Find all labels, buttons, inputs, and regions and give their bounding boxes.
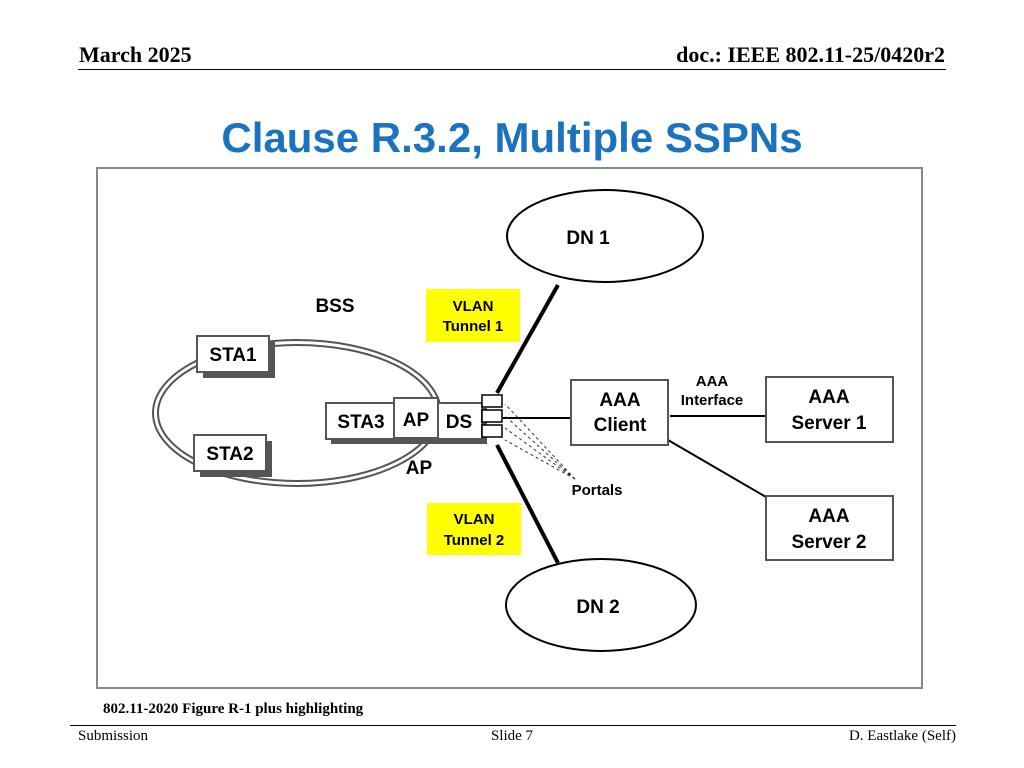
vlan-tunnel-1-highlight: [426, 289, 520, 342]
aaa-server-1-line1: AAA: [808, 387, 849, 408]
slide-title: Clause R.3.2, Multiple SSPNs: [221, 114, 803, 161]
link-ds-dn2: [495, 444, 560, 564]
dn2-ellipse: [505, 558, 697, 652]
portals-label: Portals: [572, 482, 623, 499]
sta1-label: STA1: [209, 345, 257, 366]
aaa-client-line2: Client: [594, 415, 647, 436]
sta3-label: STA3: [337, 412, 384, 433]
aaa-server-1-line2: Server 1: [791, 413, 866, 434]
aaa-server-1-box: [765, 376, 894, 443]
sta2-label: STA2: [206, 444, 253, 465]
vlan-tunnel-2-highlight: [427, 503, 521, 555]
aaa-interface-line2: Interface: [681, 392, 744, 409]
vlan-tunnel-1-line1: VLAN: [453, 298, 494, 315]
header-date: March 2025: [79, 42, 192, 67]
figure-caption: 802.11-2020 Figure R-1 plus highlighting: [103, 701, 364, 717]
dn1-ellipse: [506, 189, 704, 283]
vlan-tunnel-2-line1: VLAN: [454, 511, 495, 528]
aaa-client-box: [570, 379, 669, 446]
footer-slide-number: Slide 7: [490, 728, 534, 744]
footer-rule: [70, 725, 956, 726]
header-rule: [78, 69, 946, 70]
aaa-server-2-box: [765, 495, 894, 561]
portal-box-2: [481, 409, 503, 423]
ap-box-label: AP: [403, 410, 430, 431]
dn1-label: DN 1: [566, 228, 610, 249]
ap-inner-box: [393, 397, 439, 439]
portal-box-3: [481, 424, 503, 438]
portal-box-1: [481, 394, 503, 408]
sta2-box: [193, 434, 267, 472]
aaa-server-2-line1: AAA: [808, 506, 849, 527]
footer-author: D. Eastlake (Self): [848, 728, 956, 744]
ap-label: AP: [406, 458, 433, 479]
header-doc-id: doc.: IEEE 802.11-25/0420r2: [676, 42, 945, 67]
aaa-interface-line1: AAA: [696, 373, 729, 390]
link-ds-dn1: [495, 284, 560, 394]
aaa-server-2-line2: Server 2: [791, 532, 866, 553]
bss-label: BSS: [315, 296, 354, 317]
link-aaa-server2: [667, 439, 767, 498]
vlan-tunnel-1-line2: Tunnel 1: [443, 318, 504, 335]
portal-pointers: [504, 403, 576, 480]
vlan-tunnel-2-line2: Tunnel 2: [444, 532, 505, 549]
footer-submission: Submission: [78, 728, 149, 744]
sta1-box: [196, 335, 270, 373]
aaa-client-line1: AAA: [599, 390, 640, 411]
dn2-label: DN 2: [576, 597, 619, 618]
ds-label: DS: [446, 412, 472, 433]
